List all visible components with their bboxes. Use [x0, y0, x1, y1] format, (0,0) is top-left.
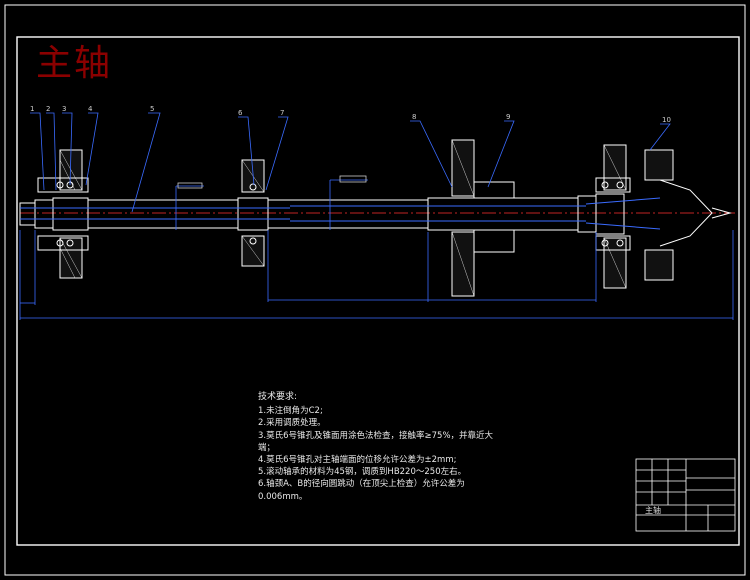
balloon-8: 8 [412, 113, 416, 121]
balloon-5: 5 [150, 105, 154, 113]
balloon-3: 3 [62, 105, 66, 113]
technical-requirements: 技术要求: 1.未注倒角为C2; 2.采用调质处理。 3.莫氏6号锥孔及锥面用涂… [258, 391, 493, 503]
title-block-part-name: 主轴 [645, 506, 661, 515]
balloon-7: 7 [280, 109, 284, 117]
requirement-line: 5.滚动轴承的材料为45钢，调质到HB220～250左右。 [258, 467, 467, 478]
requirement-line: 3.莫氏6号锥孔及锥面用涂色法检查，接触率≥75%，并靠近大 [258, 430, 494, 441]
requirement-line: 1.未注倒角为C2; [258, 406, 323, 417]
drawing-title: 主轴 [36, 43, 113, 84]
left-bearing-1 [37, 149, 89, 279]
right-bearing [595, 144, 732, 289]
inner-frame [16, 36, 740, 546]
balloon-10: 10 [662, 116, 671, 124]
balloon-1: 1 [30, 105, 34, 113]
shaft [19, 193, 661, 235]
requirement-line: 6.轴颈A、B的径向圆跳动（在顶尖上检查）允许公差为 [258, 479, 465, 490]
balloon-labels: 1 2 3 4 5 6 7 8 9 10 [30, 105, 671, 124]
requirement-line: 4.莫氏6号锥孔对主轴端面的位移允许公差为±2mm; [258, 455, 457, 466]
requirement-line: 2.采用调质处理。 [258, 418, 326, 429]
title-block [635, 458, 736, 532]
balloon-leaders [19, 112, 734, 320]
balloon-4: 4 [88, 105, 93, 113]
balloon-6: 6 [238, 109, 243, 117]
balloon-2: 2 [46, 105, 50, 113]
requirement-line: 0.006mm。 [258, 491, 308, 502]
gear [451, 139, 515, 297]
requirements-heading: 技术要求: [258, 392, 298, 402]
balloon-9: 9 [506, 113, 510, 121]
outer-border [4, 4, 746, 576]
requirement-line: 端； [258, 442, 276, 453]
